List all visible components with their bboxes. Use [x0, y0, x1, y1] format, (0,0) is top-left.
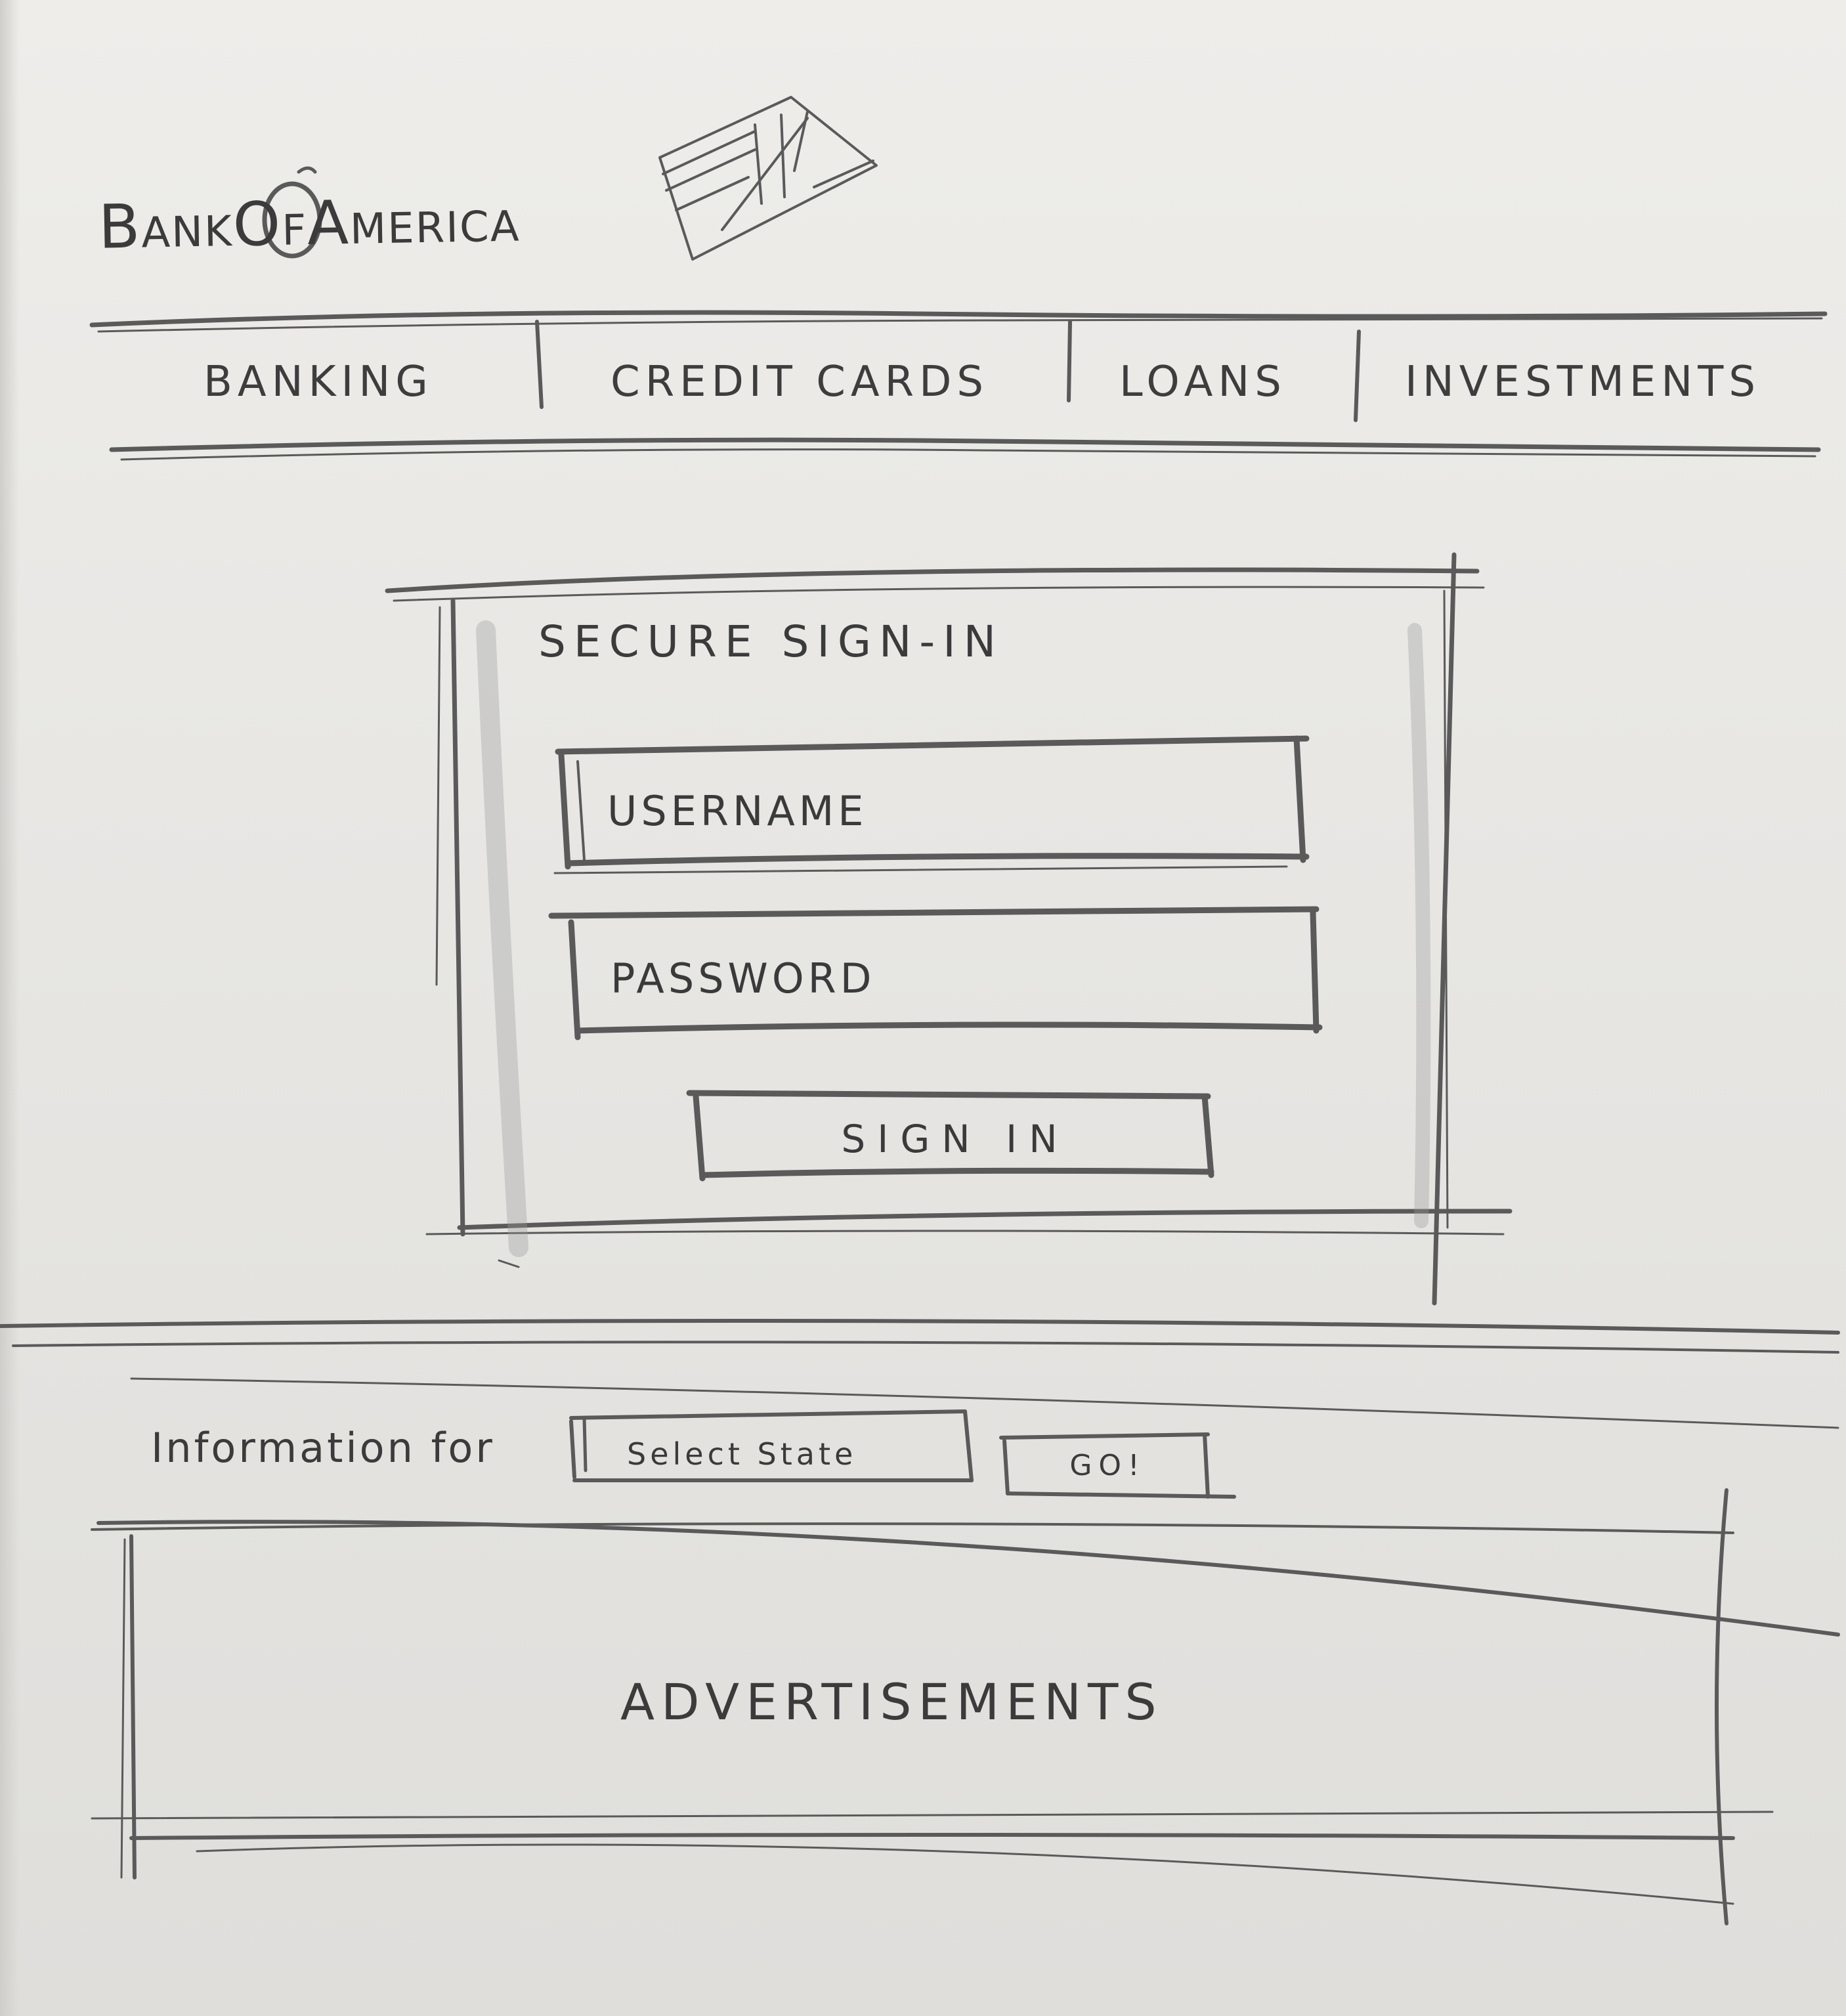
nav-item-credit-cards[interactable]: CREDIT CARDS: [611, 358, 989, 406]
signin-button-box: [686, 1090, 1214, 1182]
information-for-label: Information for: [151, 1424, 495, 1472]
username-box: [553, 735, 1310, 874]
flag-icon: [658, 96, 878, 261]
nav-item-investments[interactable]: INVESTMENTS: [1405, 358, 1761, 406]
paper-edge-shadow: [0, 0, 20, 2016]
password-box: [548, 906, 1323, 1040]
section-divider: [0, 1319, 1840, 1429]
signin-panel-border: [385, 552, 1513, 1306]
password-input[interactable]: [597, 939, 1300, 1018]
brand-logo-text[interactable]: BankOfAmerica: [98, 184, 521, 263]
nav-bar-border: [89, 310, 1828, 461]
signin-button[interactable]: SIGN IN: [702, 1103, 1208, 1175]
go-button-box: [999, 1432, 1236, 1499]
advertisements-label: ADVERTISEMENTS: [620, 1673, 1163, 1731]
nav-item-loans[interactable]: LOANS: [1119, 358, 1287, 406]
username-input[interactable]: [594, 771, 1277, 850]
state-select-box: [569, 1409, 974, 1482]
go-button[interactable]: GO!: [1014, 1438, 1201, 1493]
ads-box-border: [91, 1488, 1840, 1925]
signin-title: SECURE SIGN-IN: [538, 616, 1004, 667]
nav-item-banking[interactable]: BANKING: [204, 358, 433, 406]
state-select[interactable]: Select State: [627, 1436, 857, 1472]
logo-o-ring: [262, 181, 322, 259]
